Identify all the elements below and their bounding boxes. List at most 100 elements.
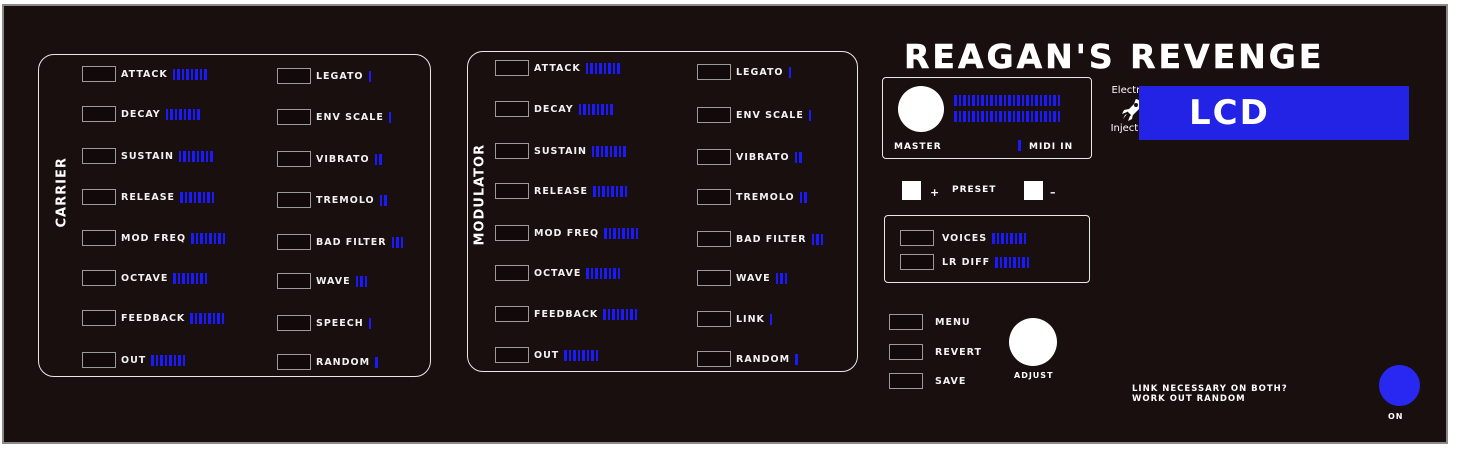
modulator-right-button[interactable]: [697, 270, 731, 286]
carrier-left-button[interactable]: [82, 352, 116, 368]
carrier-right-button[interactable]: [277, 68, 311, 84]
led: [963, 95, 966, 106]
modulator-left-button[interactable]: [495, 183, 529, 199]
lcd-display: LCD: [1139, 86, 1409, 140]
product-title: REAGAN'S REVENGE: [904, 37, 1325, 77]
carrier-right-label: LEGATO: [316, 70, 364, 82]
led: [1008, 111, 1011, 122]
preset-plus-button[interactable]: [902, 181, 921, 200]
carrier-left-button[interactable]: [82, 270, 116, 286]
carrier-right-button[interactable]: [277, 315, 311, 331]
led-meter: [172, 68, 207, 80]
modulator-left-button[interactable]: [495, 347, 529, 363]
led: [597, 185, 601, 197]
carrier-right-button[interactable]: [277, 109, 311, 125]
modulator-right-button[interactable]: [697, 311, 731, 327]
carrier-right-label: VIBRATO: [316, 153, 370, 165]
led: [608, 227, 612, 239]
led-meter: [808, 109, 812, 121]
led: [1004, 256, 1007, 268]
led: [190, 312, 193, 324]
carrier-left-button[interactable]: [82, 106, 116, 122]
carrier-left-button[interactable]: [82, 148, 116, 164]
led: [187, 150, 191, 162]
carrier-right-button[interactable]: [277, 273, 311, 289]
carrier-right-label: SPEECH: [316, 317, 364, 329]
logo-line1: Electron: [1111, 85, 1153, 96]
led: [181, 68, 185, 80]
led-meter: [795, 353, 798, 365]
carrier-left-button[interactable]: [82, 310, 116, 326]
note-line1: LINK NECESSARY ON BOTH?: [1132, 384, 1288, 394]
led: [160, 354, 163, 366]
carrier-right-button[interactable]: [277, 192, 311, 208]
preset-plus-sign: +: [930, 186, 941, 199]
led-meter: [368, 70, 372, 82]
carrier-left-button[interactable]: [82, 230, 116, 246]
menu-button[interactable]: [889, 373, 923, 389]
preset-minus-button[interactable]: [1024, 181, 1043, 200]
modulator-right-button[interactable]: [697, 189, 731, 205]
voices-button[interactable]: [900, 254, 934, 270]
led-meter: [992, 232, 1027, 244]
carrier-right-button[interactable]: [277, 354, 311, 370]
led: [795, 353, 798, 365]
led-meter: [375, 356, 378, 368]
led: [577, 349, 581, 361]
lcd-text: LCD: [1189, 93, 1270, 133]
led: [967, 111, 970, 122]
led-meter: [388, 111, 392, 123]
led: [210, 150, 213, 162]
carrier-right-button[interactable]: [277, 151, 311, 167]
led: [1013, 256, 1016, 268]
led: [173, 354, 177, 366]
led: [775, 272, 779, 284]
modulator-left-button[interactable]: [495, 306, 529, 322]
led: [617, 267, 621, 279]
led: [178, 150, 182, 162]
modulator-left-button[interactable]: [495, 143, 529, 159]
led: [616, 308, 620, 320]
led: [799, 191, 803, 203]
led: [954, 95, 957, 106]
voices-button[interactable]: [900, 230, 934, 246]
led: [623, 145, 626, 157]
carrier-left-button[interactable]: [82, 189, 116, 205]
led: [211, 191, 215, 203]
led: [178, 354, 181, 366]
led: [604, 267, 607, 279]
menu-button[interactable]: [889, 344, 923, 360]
carrier-right-button[interactable]: [277, 234, 311, 250]
modulator-right-button[interactable]: [697, 149, 731, 165]
modulator-right-button[interactable]: [697, 107, 731, 123]
led: [564, 349, 567, 361]
led-meter: [191, 232, 226, 244]
led: [808, 109, 812, 121]
led: [1021, 111, 1024, 122]
led-meter: [173, 272, 208, 284]
modulator-left-button[interactable]: [495, 265, 529, 281]
power-on-button[interactable]: [1379, 365, 1420, 406]
led: [595, 349, 599, 361]
modulator-right-button[interactable]: [697, 351, 731, 367]
modulator-left-label: FEEDBACK: [534, 308, 599, 320]
led: [972, 111, 975, 122]
led: [198, 191, 201, 203]
led: [1030, 111, 1033, 122]
modulator-right-button[interactable]: [697, 64, 731, 80]
led: [820, 233, 824, 245]
modulator-left-button[interactable]: [495, 60, 529, 76]
on-label: ON: [1388, 412, 1404, 421]
modulator-left-button[interactable]: [495, 101, 529, 117]
menu-button[interactable]: [889, 314, 923, 330]
modulator-right-button[interactable]: [697, 231, 731, 247]
modulator-left-button[interactable]: [495, 225, 529, 241]
adjust-knob[interactable]: [1009, 318, 1057, 366]
led: [583, 103, 586, 115]
led: [994, 111, 997, 122]
led: [1044, 111, 1047, 122]
carrier-left-button[interactable]: [82, 66, 116, 82]
master-knob[interactable]: [898, 86, 944, 132]
led: [203, 312, 207, 324]
led: [1012, 111, 1015, 122]
